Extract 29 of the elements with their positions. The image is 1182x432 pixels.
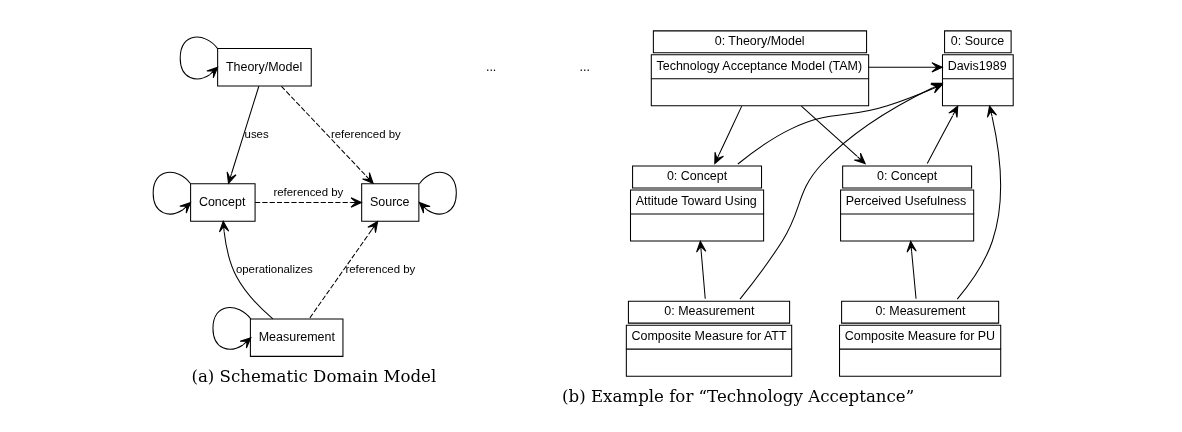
edge-label: referenced by [344,262,415,275]
arrow [905,240,917,300]
arrow [226,85,259,184]
arrow [695,240,706,300]
arrow [308,220,378,320]
node-box: Measurement [249,318,343,357]
label: (a) Schematic Domain Model [190,367,436,387]
edge-label: operationalizes [235,262,313,275]
arrow [926,105,958,165]
edge-label: referenced by [272,186,343,199]
arrow [211,307,251,350]
arrow [280,85,374,184]
arrow [179,36,218,80]
edge-label: uses [244,127,269,140]
arrow [218,220,273,320]
node-box: Concept [189,183,256,222]
arrow [713,105,742,165]
label: ... [579,59,590,74]
arrow [152,171,191,215]
node-box: Source [360,183,419,222]
label: (b) Example for “Technology Acceptance” [561,386,914,406]
arrow [956,105,1001,300]
arrow [254,197,362,208]
arrow [800,105,866,165]
label: ... [485,59,496,74]
node-box: Theory/Model [216,48,312,87]
arrow [867,62,943,73]
arrow [418,171,457,215]
edge-label: referenced by [330,127,401,140]
